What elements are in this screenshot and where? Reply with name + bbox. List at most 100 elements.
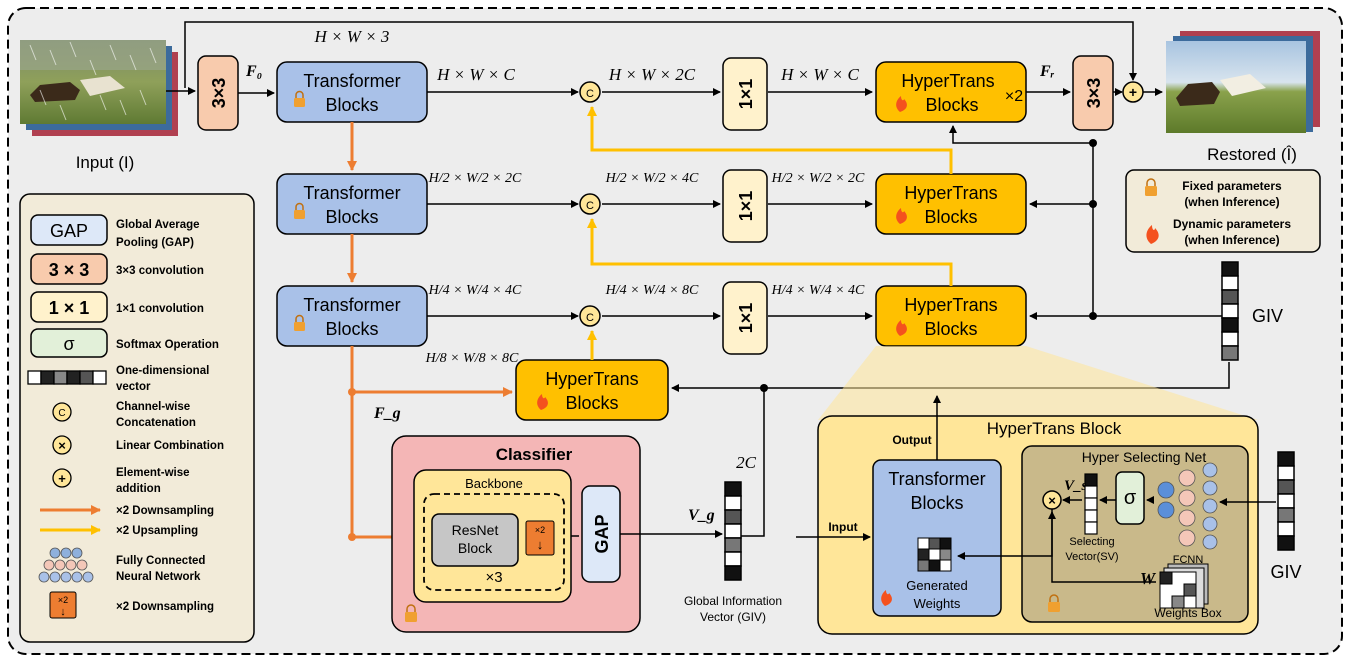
svg-text:×2: ×2 bbox=[535, 525, 545, 535]
svg-text:Selecting: Selecting bbox=[1069, 536, 1114, 548]
add-node: + bbox=[1122, 81, 1144, 103]
svg-text:↓: ↓ bbox=[537, 537, 544, 552]
dim-hw3: H × W × 3 bbox=[314, 27, 390, 46]
hypertrans-block-bottom: HyperTrans Blocks bbox=[515, 359, 669, 421]
svg-text:Linear Combination: Linear Combination bbox=[116, 440, 224, 452]
svg-text:×2 Upsampling: ×2 Upsampling bbox=[116, 525, 198, 537]
svg-text:HyperTrans: HyperTrans bbox=[904, 295, 997, 315]
svg-text:Transformer: Transformer bbox=[303, 183, 400, 203]
svg-text:C: C bbox=[586, 312, 594, 324]
svg-text:1×1: 1×1 bbox=[736, 303, 756, 334]
svg-text:C: C bbox=[58, 408, 65, 419]
svg-text:Blocks: Blocks bbox=[565, 393, 618, 413]
dim-row2-c: H/2 × W/2 × 2C bbox=[771, 171, 865, 186]
svg-text:addition: addition bbox=[116, 483, 161, 495]
svg-text:+: + bbox=[58, 471, 66, 486]
dim-row3-c: H/4 × W/4 × 4C bbox=[771, 283, 865, 298]
dim-row1-c: H × W × C bbox=[780, 65, 859, 84]
giv-caption-1: Global Information bbox=[684, 594, 782, 608]
svg-text:×: × bbox=[1048, 493, 1056, 508]
dim-row4: H/8 × W/8 × 8C bbox=[425, 351, 519, 366]
svg-text:HyperTrans: HyperTrans bbox=[904, 183, 997, 203]
svg-text:Blocks: Blocks bbox=[924, 319, 977, 339]
svg-text:×: × bbox=[58, 438, 66, 453]
svg-text:(when Inference): (when Inference) bbox=[1184, 195, 1279, 209]
svg-text:Output: Output bbox=[892, 433, 931, 447]
transformer-block-2: Transformer Blocks bbox=[276, 173, 428, 235]
svg-text:Weights: Weights bbox=[914, 596, 961, 611]
dim-row3-a: H/4 × W/4 × 4C bbox=[428, 283, 522, 298]
dim-row1-b: H × W × 2C bbox=[608, 65, 696, 84]
svg-text:Backbone: Backbone bbox=[465, 476, 523, 491]
transformer-block-3: Transformer Blocks bbox=[276, 285, 428, 347]
svg-text:Blocks: Blocks bbox=[910, 493, 963, 513]
svg-text:1×1 convolution: 1×1 convolution bbox=[116, 303, 204, 315]
svg-text:Dynamic parameters: Dynamic parameters bbox=[1173, 217, 1291, 231]
svg-text:Transformer: Transformer bbox=[303, 295, 400, 315]
conv1x1-row2: 1×1 bbox=[722, 169, 768, 243]
svg-text:Neural Network: Neural Network bbox=[116, 571, 201, 583]
upsampling-arrows bbox=[587, 106, 953, 360]
f0-label: F₀ bbox=[245, 63, 262, 80]
vg-label: V_g bbox=[688, 507, 715, 524]
fg-label: F_g bbox=[373, 405, 401, 422]
giv-vector-right bbox=[1221, 261, 1239, 361]
svg-text:×2: ×2 bbox=[58, 595, 68, 605]
input-label: Input (I) bbox=[76, 153, 135, 172]
restored-label: Restored (Î) bbox=[1207, 145, 1297, 164]
svg-text:Fully Connected: Fully Connected bbox=[116, 555, 205, 567]
svg-text:FCNN: FCNN bbox=[1173, 554, 1204, 566]
dim-row2-a: H/2 × W/2 × 2C bbox=[428, 171, 522, 186]
svg-text:V_s: V_s bbox=[1064, 478, 1088, 494]
svg-text:Blocks: Blocks bbox=[325, 207, 378, 227]
global-skip-connection bbox=[184, 21, 1137, 88]
hypertrans-block-2: HyperTrans Blocks bbox=[875, 173, 1027, 235]
symbol-legend: GAP Global Average Pooling (GAP) 3 × 3 3… bbox=[19, 193, 255, 643]
input-image bbox=[20, 40, 178, 136]
svg-text:vector: vector bbox=[116, 381, 151, 393]
svg-text:One-dimensional: One-dimensional bbox=[116, 365, 209, 377]
svg-text:Element-wise: Element-wise bbox=[116, 467, 190, 479]
svg-text:Weights Box: Weights Box bbox=[1154, 606, 1221, 620]
dim-row1-a: H × W × C bbox=[436, 65, 515, 84]
svg-text:Vector(SV): Vector(SV) bbox=[1065, 551, 1118, 563]
svg-text:Transformer: Transformer bbox=[888, 469, 985, 489]
fr-label: Fᵣ bbox=[1039, 63, 1055, 80]
svg-text:Hyper Selecting Net: Hyper Selecting Net bbox=[1082, 449, 1207, 465]
svg-text:C: C bbox=[586, 88, 594, 100]
svg-text:GAP: GAP bbox=[50, 221, 88, 241]
svg-text:σ: σ bbox=[1124, 487, 1137, 509]
svg-text:↓: ↓ bbox=[60, 606, 66, 618]
hypertrans-block-1: HyperTrans Blocks ×2 bbox=[875, 61, 1027, 123]
conv1x1-row1: 1×1 bbox=[722, 57, 768, 131]
svg-text:C: C bbox=[586, 200, 594, 212]
giv-vector-center bbox=[724, 481, 742, 581]
svg-text:1 × 1: 1 × 1 bbox=[49, 298, 90, 318]
svg-text:×2 Downsampling: ×2 Downsampling bbox=[116, 505, 214, 517]
svg-text:Generated: Generated bbox=[906, 578, 967, 593]
conv1x1-row3: 1×1 bbox=[722, 281, 768, 355]
svg-text:Transformer: Transformer bbox=[303, 71, 400, 91]
giv-caption-2: Vector (GIV) bbox=[700, 610, 766, 624]
svg-text:HyperTrans Block: HyperTrans Block bbox=[987, 419, 1122, 438]
svg-text:×3: ×3 bbox=[485, 569, 502, 586]
svg-text:+: + bbox=[1129, 84, 1137, 100]
svg-text:3×3 convolution: 3×3 convolution bbox=[116, 265, 204, 277]
svg-text:1×1: 1×1 bbox=[736, 79, 756, 110]
svg-text:Pooling (GAP): Pooling (GAP) bbox=[116, 237, 194, 249]
svg-text:Softmax Operation: Softmax Operation bbox=[116, 339, 219, 351]
2c-label: 2C bbox=[736, 453, 757, 472]
svg-text:3×3: 3×3 bbox=[209, 78, 229, 109]
svg-text:σ: σ bbox=[63, 334, 74, 354]
svg-text:Blocks: Blocks bbox=[925, 95, 978, 115]
svg-text:Input: Input bbox=[828, 520, 857, 534]
svg-text:W: W bbox=[1140, 569, 1157, 588]
zoom-callout bbox=[818, 346, 1258, 420]
svg-text:3 × 3: 3 × 3 bbox=[49, 260, 90, 280]
giv-label-right: GIV bbox=[1252, 306, 1283, 326]
dim-row3-b: H/4 × W/4 × 8C bbox=[605, 283, 699, 298]
svg-text:Global Average: Global Average bbox=[116, 219, 200, 231]
dim-row2-b: H/2 × W/2 × 4C bbox=[605, 171, 699, 186]
